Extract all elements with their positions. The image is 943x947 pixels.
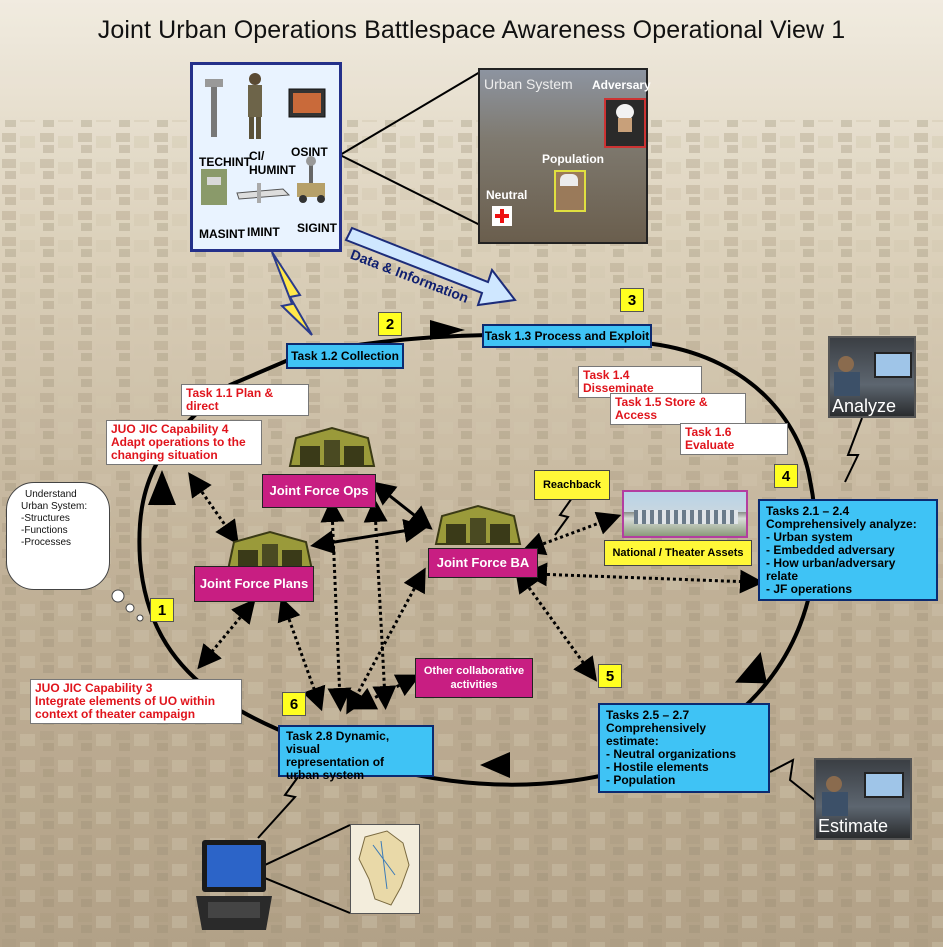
urban-system-photo: Urban System Adversary Population Neutra… [478, 68, 651, 244]
sensor-label-techint: TECHINT [199, 155, 251, 169]
population-label: Population [542, 152, 604, 166]
bubble-line: Understand [25, 489, 77, 500]
tasks-estimate-title: Tasks 2.5 – 2.7 [606, 708, 690, 722]
task-process-exploit: Task 1.3 Process and Exploit [482, 324, 652, 348]
task-plan-direct: Task 1.1 Plan & direct [181, 384, 309, 416]
tasks-analyze: Tasks 2.1 – 2.4 Comprehensively analyze:… [758, 499, 938, 601]
task-collection: Task 1.2 Collection [286, 343, 404, 369]
command-post-icon [434, 504, 522, 545]
step-number-5: 5 [598, 664, 622, 688]
understand-urban-system-bubble: Understand Urban System: -Structures -Fu… [6, 482, 110, 590]
tasks-estimate: Tasks 2.5 – 2.7 Comprehensively estimate… [598, 703, 770, 793]
capability-3-line: context of theater campaign [35, 707, 196, 721]
neutral-label: Neutral [486, 188, 528, 202]
sensor-label-imint: IMINT [247, 225, 280, 239]
sensor-label-humint: CI/ HUMINT [249, 149, 296, 177]
step-number-4: 4 [774, 464, 798, 488]
tasks-analyze-item: - How urban/adversary relate [766, 556, 896, 583]
adversary-portrait [604, 98, 646, 148]
task-dynamic-visual: Task 2.8 Dynamic, visual representation … [278, 725, 434, 782]
sensor-icons [201, 73, 326, 205]
iraq-map-image [350, 824, 420, 914]
capability-3-title: JUO JIC Capability 3 [35, 681, 153, 695]
sensor-label-osint: OSINT [291, 145, 328, 159]
bubble-line: Urban System: [21, 501, 88, 512]
step-number-1: 1 [150, 598, 174, 622]
task-evaluate: Task 1.6 Evaluate [680, 423, 788, 455]
step-number-6: 6 [282, 692, 306, 716]
analyze-operator-image: Analyze [828, 336, 916, 418]
task-dynamic-line: urban system [286, 768, 365, 782]
command-post-icon [288, 426, 376, 467]
estimate-operator-image: Estimate [814, 758, 912, 840]
task-disseminate: Task 1.4 Disseminate [578, 366, 702, 398]
capability-4-line: changing situation [111, 448, 218, 462]
node-other-line: Other collaborative [423, 665, 525, 677]
tasks-analyze-item: - Embedded adversary [766, 543, 895, 557]
node-other-line: activities [450, 679, 498, 691]
step-number-2: 2 [378, 312, 402, 336]
map-outline [358, 830, 410, 906]
tasks-analyze-item: - JF operations [766, 582, 853, 596]
national-assets-building-image [622, 490, 748, 538]
analyze-label: Analyze [832, 396, 897, 416]
estimate-label: Estimate [818, 816, 889, 836]
capability-4-line: Adapt operations to the [111, 435, 246, 449]
capability-4: JUO JIC Capability 4 Adapt operations to… [106, 420, 262, 465]
tasks-estimate-item: - Neutral organizations [606, 747, 737, 761]
node-other-collaborative: Other collaborative activities [415, 658, 533, 698]
bubble-line: -Functions [21, 525, 68, 536]
laptop-icon [196, 840, 272, 930]
tasks-estimate-item: - Hostile elements [606, 760, 709, 774]
capability-3-line: Integrate elements of UO within [35, 694, 216, 708]
task-store-access: Task 1.5 Store & Access [610, 393, 746, 425]
sensor-label-masint: MASINT [199, 227, 245, 241]
node-joint-force-ba: Joint Force BA [428, 548, 538, 578]
sensor-label-sigint: SIGINT [297, 221, 338, 235]
diagram-title: Joint Urban Operations Battlespace Aware… [97, 16, 846, 44]
node-joint-force-ops: Joint Force Ops [262, 474, 376, 508]
tasks-estimate-subtitle: Comprehensively estimate: [606, 721, 707, 748]
bubble-line: -Structures [21, 513, 70, 524]
tasks-analyze-item: - Urban system [766, 530, 853, 544]
capability-3: JUO JIC Capability 3 Integrate elements … [30, 679, 242, 724]
data-information-arrow [344, 226, 517, 307]
task-dynamic-line: representation of [286, 755, 385, 769]
tasks-estimate-item: - Population [606, 773, 676, 787]
bubble-line: -Processes [21, 537, 72, 548]
command-post-icon [226, 530, 314, 571]
node-joint-force-plans: Joint Force Plans [194, 566, 314, 602]
population-portrait [554, 170, 586, 212]
adversary-label: Adversary [592, 78, 651, 92]
tasks-analyze-subtitle: Comprehensively analyze: [766, 517, 917, 531]
intelligence-sources-panel: TECHINT CI/ HUMINT OSINT MASINT IMINT SI… [190, 62, 342, 252]
tasks-analyze-title: Tasks 2.1 – 2.4 [766, 504, 850, 518]
national-theater-assets-label: National / Theater Assets [604, 540, 752, 566]
urban-system-title: Urban System [484, 76, 573, 92]
reachback-label: Reachback [534, 470, 610, 500]
step-number-3: 3 [620, 288, 644, 312]
task-dynamic-line: Task 2.8 Dynamic, visual [286, 729, 390, 756]
capability-4-title: JUO JIC Capability 4 [111, 422, 229, 436]
red-cross-icon [492, 206, 512, 226]
